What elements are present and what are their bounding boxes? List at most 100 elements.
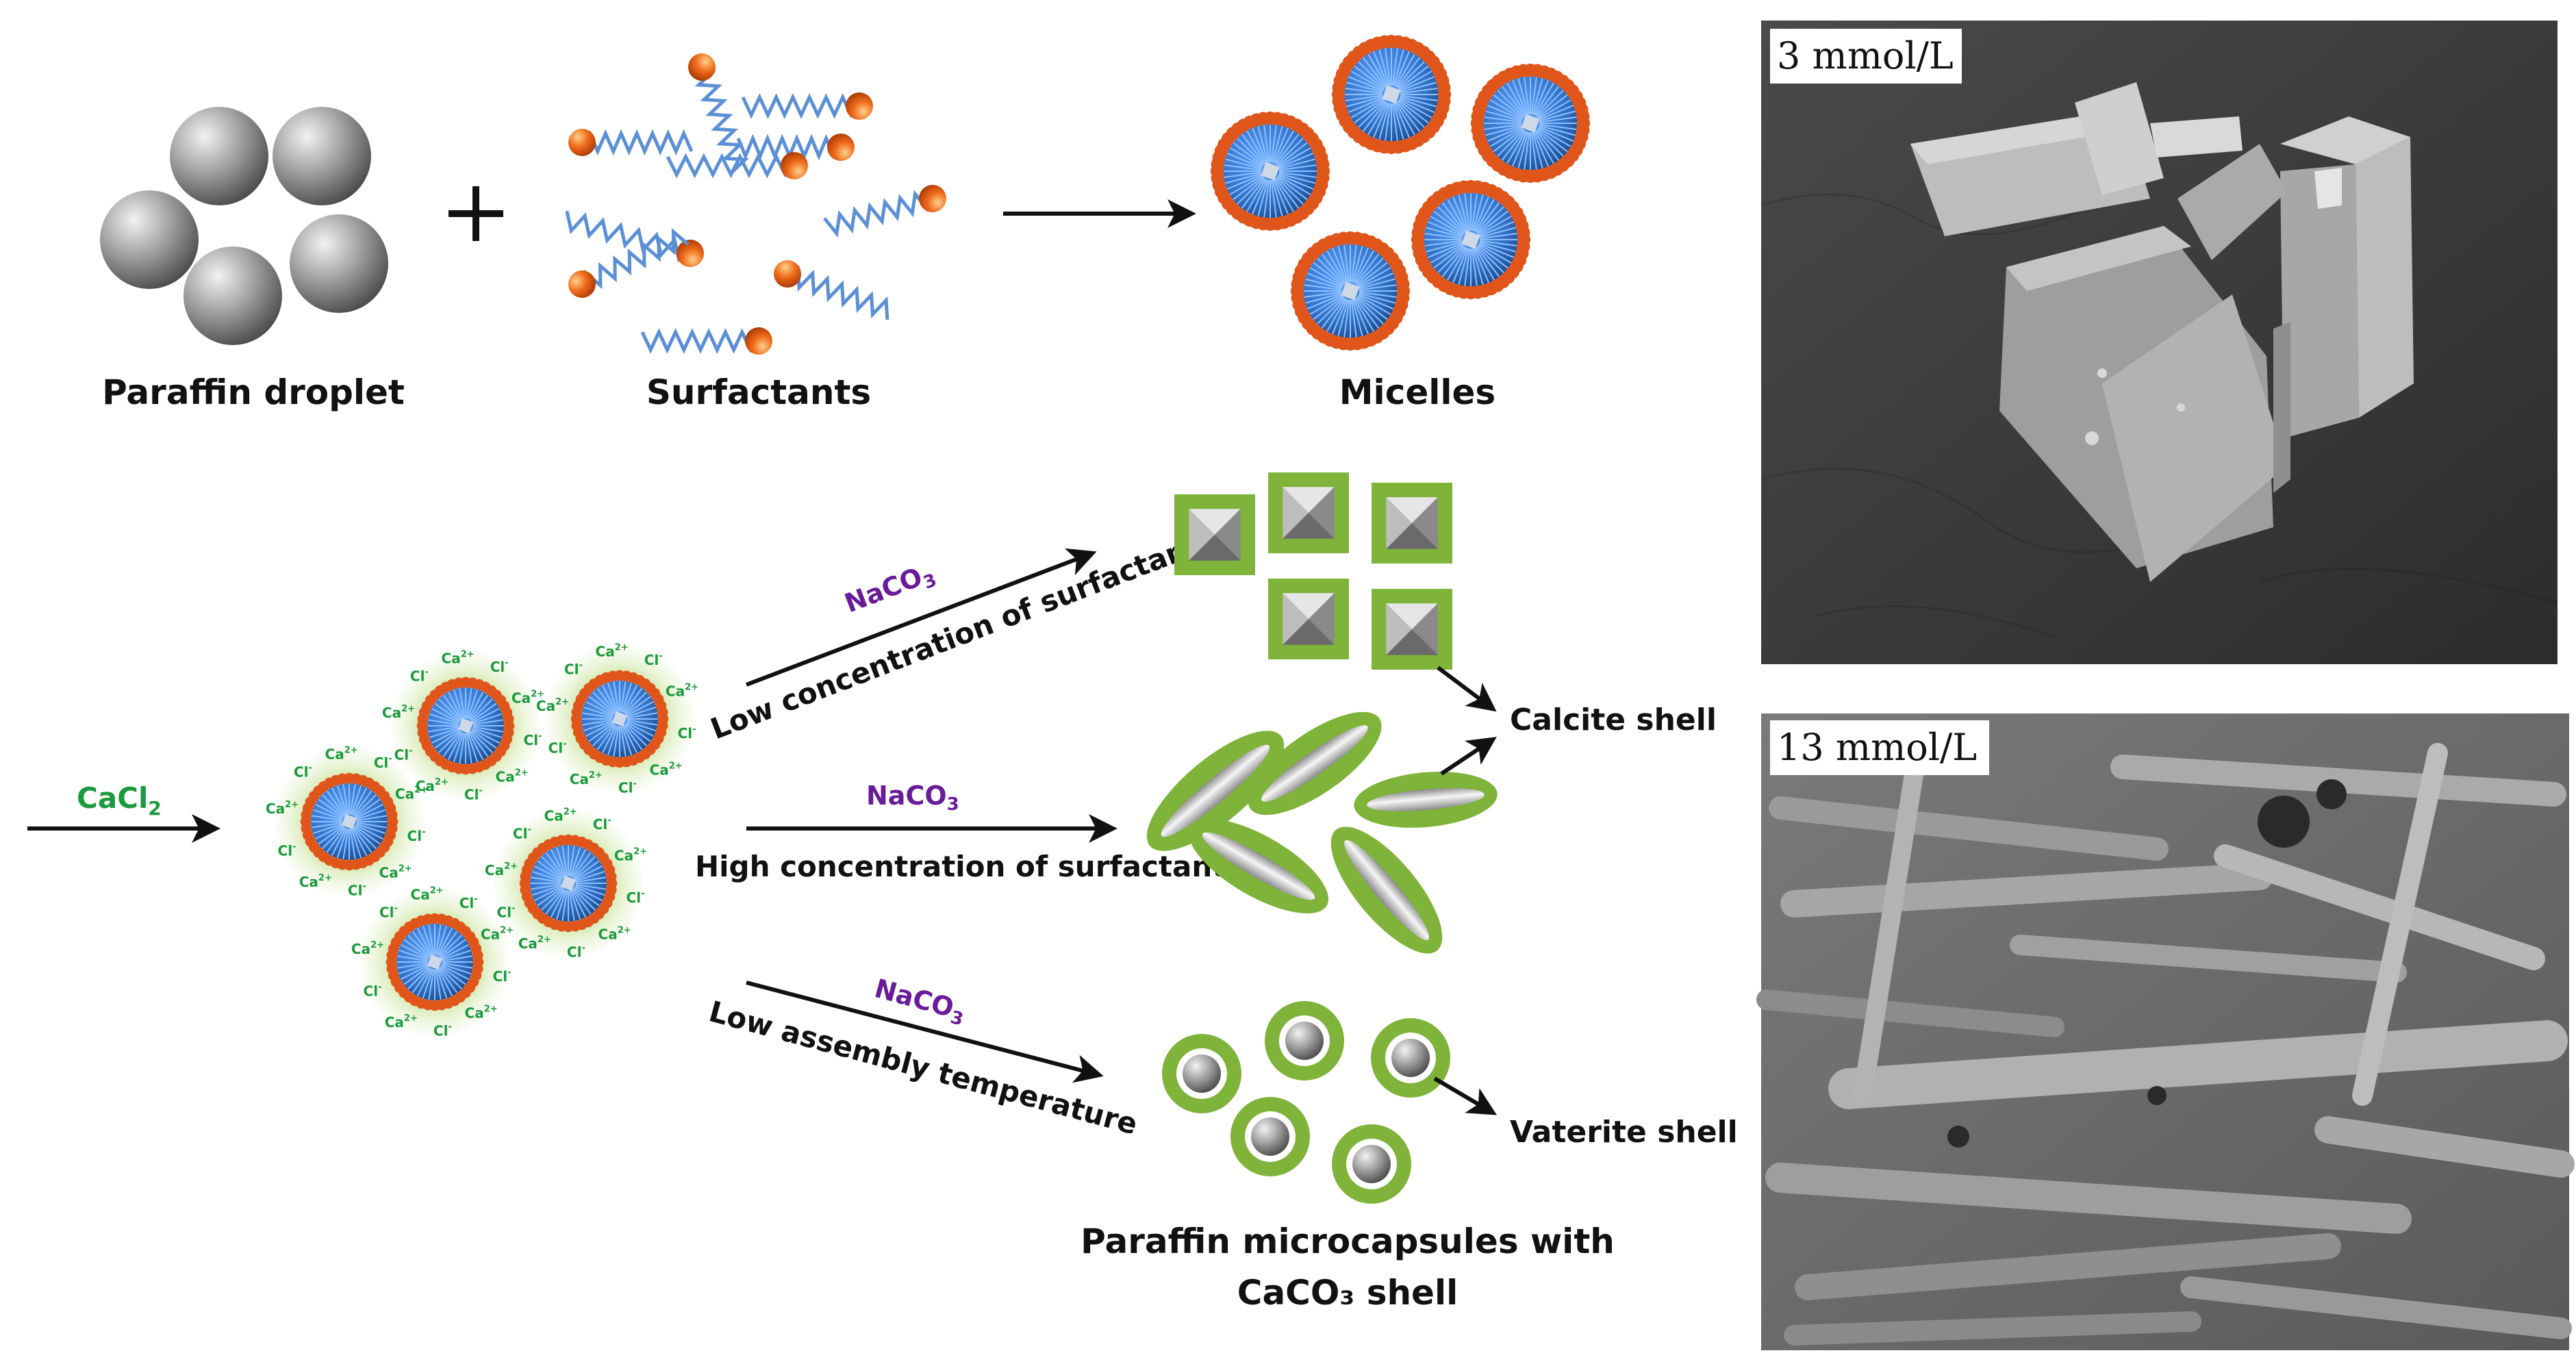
calcite-cube-capsule — [1268, 579, 1349, 659]
naco3-reagent-label-upper: NaCO3 — [840, 557, 939, 622]
surfactant-molecule — [666, 152, 808, 179]
paraffin-droplet-sphere — [100, 190, 199, 289]
surfactant-molecules-group — [565, 53, 946, 355]
ion-label: Cl- — [548, 739, 567, 757]
ion-label: Cl- — [394, 746, 413, 763]
surfactant-molecule — [741, 92, 873, 120]
ion-label: Cl- — [627, 889, 645, 906]
micelles-label: Micelles — [1339, 372, 1495, 412]
ion-label: Ca2+ — [411, 886, 444, 903]
ion-label: Ca2+ — [614, 846, 647, 863]
paraffin-droplet-sphere — [273, 107, 371, 205]
ion-label: Ca2+ — [385, 1013, 418, 1030]
naco3-reagent-label-middle: NaCO3 — [866, 781, 959, 815]
low-temperature-arrow — [746, 981, 1104, 1083]
ion-label: Cl- — [497, 904, 516, 921]
ion-label: Ca2+ — [481, 925, 514, 942]
ellipsoid-capsule — [1146, 731, 1285, 851]
ion-label: Ca2+ — [650, 761, 683, 779]
calcium-loaded-micelle — [416, 676, 515, 775]
ion-label: Ca2+ — [379, 864, 412, 881]
vaterite-sphere-capsule — [1162, 1034, 1241, 1113]
ion-label: Cl- — [379, 903, 398, 920]
vaterite-sphere-capsules-group — [1162, 1001, 1450, 1204]
high-surfactant-label: High concentration of surfactant — [695, 850, 1226, 883]
calcium-loaded-micelle — [570, 670, 669, 768]
micelle — [1411, 179, 1531, 300]
low-surfactant-label: Low concentration of surfactant — [706, 528, 1204, 746]
sem-image-bottom: 13 mmol/L — [1756, 713, 2575, 1350]
calcite-cube-capsule — [1268, 472, 1349, 553]
calcite-pointer-arrow — [1437, 666, 1497, 712]
ion-label: Cl- — [348, 881, 366, 898]
ion-label: Cl- — [278, 842, 296, 859]
surfactant-molecule — [568, 227, 690, 298]
ion-label: Cl- — [618, 779, 637, 796]
ellipsoid-capsules-group — [1146, 711, 1498, 954]
ion-label: Ca2+ — [598, 926, 631, 943]
calcium-loaded-micelle — [300, 772, 399, 871]
ion-label: Ca2+ — [266, 800, 299, 817]
vaterite-sphere-capsule — [1265, 1001, 1344, 1080]
ion-label: Ca2+ — [442, 650, 475, 667]
ion-label: Cl- — [678, 724, 696, 742]
micelle — [1331, 34, 1452, 155]
ion-label: Cl- — [513, 824, 531, 842]
sem-top-concentration-label: 3 mmol/L — [1777, 34, 1954, 77]
ion-label: Cl- — [433, 1022, 452, 1039]
ion-label: Cl- — [644, 651, 663, 668]
ion-label: Cl- — [567, 943, 585, 960]
ion-label: Cl- — [410, 667, 429, 684]
ion-label: Cl- — [464, 785, 483, 802]
surfactant-molecule — [688, 53, 749, 175]
product-caption-line1: Paraffin microcapsules with — [1081, 1222, 1615, 1261]
surfactant-molecule — [640, 327, 772, 355]
micelles-group — [1210, 34, 1591, 351]
ion-label: Ca2+ — [416, 777, 449, 794]
vaterite-sphere-capsule — [1371, 1018, 1450, 1098]
calcite-cube-capsule — [1174, 494, 1255, 575]
micelle — [1210, 111, 1330, 231]
ion-label: Ca2+ — [536, 697, 569, 714]
surfactant-molecule — [568, 129, 694, 156]
ion-label: Ca2+ — [596, 643, 629, 660]
product-caption-line2: CaCO₃ shell — [1237, 1273, 1459, 1313]
sem-image-top: 3 mmol/L — [1760, 21, 2558, 664]
ion-label: Cl- — [524, 731, 542, 748]
surfactant-molecule — [823, 185, 946, 238]
vaterite-pointer-arrow — [1433, 1076, 1498, 1115]
ion-label: Ca2+ — [465, 1004, 498, 1022]
ion-label: Ca2+ — [325, 746, 358, 763]
ion-label: Cl- — [407, 827, 426, 844]
ellipsoid-capsule — [1248, 711, 1382, 815]
calcium-loaded-micelle — [386, 913, 484, 1011]
ion-label: Ca2+ — [299, 873, 332, 890]
ion-label: Ca2+ — [395, 785, 428, 802]
ellipse-pointer-arrow — [1440, 737, 1497, 776]
ion-label: Ca2+ — [570, 770, 603, 787]
vaterite-sphere-capsule — [1230, 1097, 1310, 1176]
vaterite-shell-label: Vaterite shell — [1510, 1115, 1738, 1150]
ion-label: Cl- — [593, 815, 611, 833]
calcite-cube-capsule — [1372, 589, 1452, 670]
vaterite-sphere-capsule — [1332, 1124, 1411, 1204]
micelle — [1290, 231, 1411, 351]
ellipsoid-capsule — [1330, 826, 1443, 954]
ion-label: Ca2+ — [485, 861, 518, 878]
ellipsoid-capsule — [1354, 772, 1498, 828]
ion-label: Ca2+ — [496, 768, 529, 785]
calcium-loaded-micelles-group: Cl-Ca2+Cl-Ca2+Cl-Ca2+Cl-Ca2+Cl-Ca2+Cl-Ca… — [266, 643, 698, 1039]
calcite-cube-capsule — [1372, 483, 1452, 564]
calcite-shell-label: Calcite shell — [1510, 703, 1717, 737]
ion-label: Cl- — [490, 658, 509, 675]
calcium-loaded-micelle — [519, 834, 618, 933]
ion-label: Cl- — [459, 894, 478, 911]
plus-sign — [449, 186, 503, 241]
calcite-cube-capsules-group — [1174, 472, 1452, 670]
ion-label: Ca2+ — [351, 940, 384, 957]
surfactant-molecule — [565, 210, 704, 267]
naco3-reagent-label-lower: NaCO3 — [870, 973, 969, 1030]
paraffin-droplet-sphere — [290, 214, 388, 313]
ion-label: Ca2+ — [666, 682, 698, 699]
